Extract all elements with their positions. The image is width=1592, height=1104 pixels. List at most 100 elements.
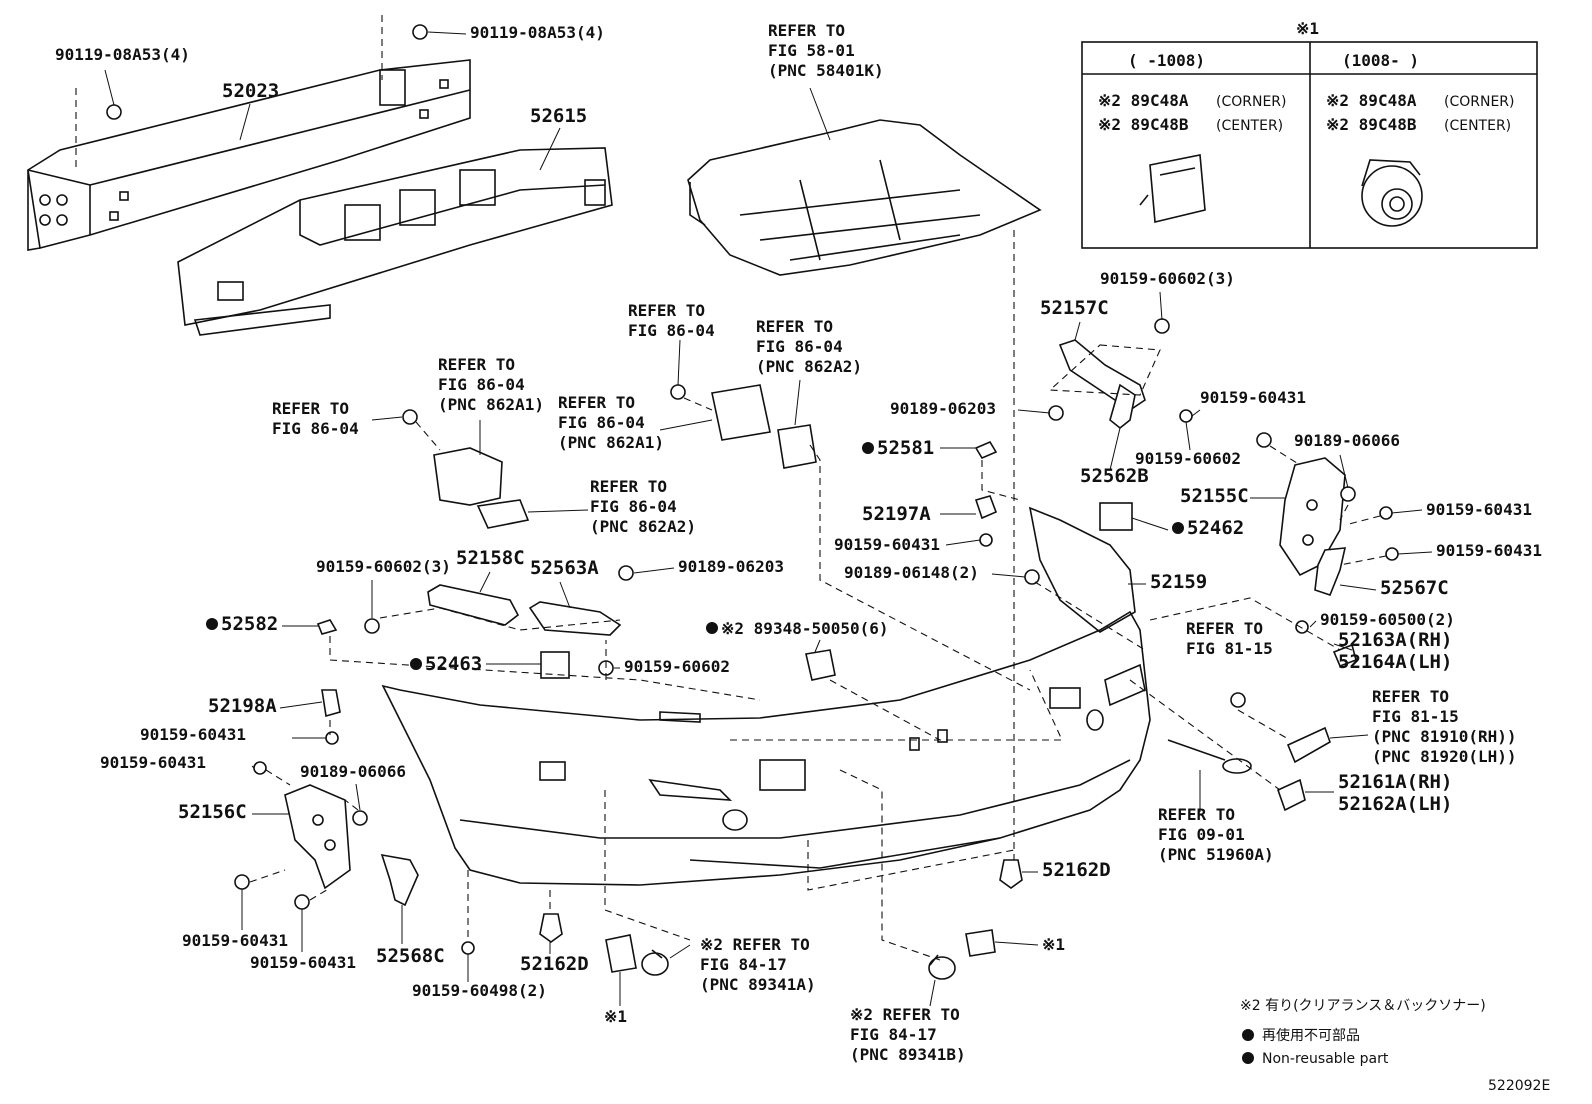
non-reusable-dot-c23 <box>1172 522 1184 534</box>
callout-c24-line-1: 90159-60431 <box>834 535 940 554</box>
callout-c23: 52462 <box>1172 517 1244 539</box>
callout-c57-line-3: (PNC 89341B) <box>850 1045 966 1064</box>
callout-c25-line-1: 90159-60431 <box>1436 541 1542 560</box>
figure-code: 522092E <box>1488 1078 1550 1094</box>
bumper-reinforcement <box>27 59 471 251</box>
callout-c9-line-2: FIG 86-04 <box>756 337 843 356</box>
callout-c42-line-1: 90159-60431 <box>140 725 246 744</box>
bumper-energy-absorber <box>177 147 613 336</box>
callout-c23-line-1: 52462 <box>1187 517 1244 539</box>
inset-left-row-1-code: ※2 89C48A <box>1098 91 1189 110</box>
callout-c37: 52163A(RH)52164A(LH) <box>1338 629 1452 673</box>
callout-c47-line-1: REFER TO <box>1158 805 1235 824</box>
non-reusable-dot-c35 <box>706 622 718 634</box>
callout-c10-line-1: REFER TO <box>438 355 515 374</box>
retainer-52563a <box>528 601 622 636</box>
callout-c53-line-1: 52568C <box>376 945 445 967</box>
legend-dot-2 <box>1242 1052 1254 1064</box>
callout-c45-line-1: 52161A(RH) <box>1338 771 1452 793</box>
callout-c57-line-1: ※2 REFER TO <box>850 1005 960 1024</box>
callout-c37-line-2: 52164A(LH) <box>1338 651 1452 673</box>
callout-c46: 52156C <box>178 801 247 823</box>
inset-right-row-2-desc: (CENTER) <box>1444 118 1511 134</box>
callout-c31-line-1: 52159 <box>1150 571 1207 593</box>
callout-c19-line-3: (PNC 862A2) <box>590 517 696 536</box>
callout-c47-line-3: (PNC 51960A) <box>1158 845 1274 864</box>
callout-c10-line-2: FIG 86-04 <box>438 375 525 394</box>
callout-c57-line-2: FIG 84-17 <box>850 1025 937 1044</box>
callout-c40-line-1: REFER TO <box>1372 687 1449 706</box>
callout-c43-line-1: 90159-60431 <box>100 753 206 772</box>
callout-c26-line-1: 52158C <box>456 547 525 569</box>
rear-bumper-cover <box>381 506 1151 886</box>
callout-c1-line-1: 90119-08A53(4) <box>55 45 190 64</box>
callout-c48-line-1: 52162D <box>1042 859 1111 881</box>
callout-c11-line-1: REFER TO <box>272 399 349 418</box>
callout-c9-line-3: (PNC 862A2) <box>756 357 862 376</box>
callout-c25: 90159-60431 <box>1436 541 1542 560</box>
callout-c7-line-1: 52157C <box>1040 297 1109 319</box>
callout-c33: 52582 <box>206 613 278 635</box>
callout-c13: 90189-06203 <box>890 399 996 418</box>
callout-c2-line-1: 90119-08A53(4) <box>470 23 605 42</box>
callout-c5-line-1: REFER TO <box>768 21 845 40</box>
small-parts <box>316 384 1357 980</box>
callout-c30-line-1: 90189-06148(2) <box>844 563 979 582</box>
rear-floor-undercover <box>687 119 1042 276</box>
callout-c5-line-3: (PNC 58401K) <box>768 61 884 80</box>
inset-marker: ※1 <box>1296 19 1319 38</box>
callout-c5-line-2: FIG 58-01 <box>768 41 855 60</box>
left-bracket-52156c <box>284 784 351 890</box>
inset-right-row-1-code: ※2 89C48A <box>1326 91 1417 110</box>
callout-c3-line-1: 52023 <box>222 80 279 102</box>
callout-c50-line-1: ※1 <box>1042 935 1065 954</box>
callout-c51: 90159-60431 <box>182 931 288 950</box>
non-reusable-dot-c15 <box>862 442 874 454</box>
callout-c32-line-1: 52567C <box>1380 577 1449 599</box>
callout-c36-line-1: REFER TO <box>1186 619 1263 638</box>
callout-c12-line-3: (PNC 862A1) <box>558 433 664 452</box>
callout-c50: ※1 <box>1042 935 1065 954</box>
callout-c19-line-1: REFER TO <box>590 477 667 496</box>
callout-c17-line-1: 90159-60602 <box>1135 449 1241 468</box>
callout-c29-line-1: 90189-06203 <box>678 557 784 576</box>
right-retainer-52562b <box>1109 383 1136 430</box>
callout-c44-line-1: 90189-06066 <box>300 762 406 781</box>
callout-c32: 52567C <box>1380 577 1449 599</box>
callout-c13-line-1: 90189-06203 <box>890 399 996 418</box>
callout-c56: ※1 <box>604 1007 627 1026</box>
callout-c16-line-1: 90189-06066 <box>1294 431 1400 450</box>
inset-table: ※1 ( -1008) (1008- ) ※2 89C48A (CORNER) … <box>1081 19 1538 249</box>
callout-c41: 52198A <box>208 695 277 717</box>
callout-c4-line-1: 52615 <box>530 105 587 127</box>
right-retainer-52567c <box>1314 547 1347 596</box>
callout-c37-line-1: 52163A(RH) <box>1338 629 1452 651</box>
callout-c20-line-1: 52155C <box>1180 485 1249 507</box>
callout-c30: 90189-06148(2) <box>844 563 979 582</box>
inset-left-header: ( -1008) <box>1128 51 1205 70</box>
callout-c19-line-2: FIG 86-04 <box>590 497 677 516</box>
callout-c22-line-1: 52197A <box>862 503 931 525</box>
non-reusable-dot-c33 <box>206 618 218 630</box>
installation-lines <box>75 15 1387 961</box>
retainer-52158c <box>427 584 520 626</box>
callout-c54: 52162D <box>520 953 589 975</box>
inset-right-row-2-code: ※2 89C48B <box>1326 115 1417 134</box>
callout-c51-line-1: 90159-60431 <box>182 931 288 950</box>
callout-c35-line-1: ※2 89348-50050(6) <box>721 619 889 638</box>
callout-c52: 90159-60431 <box>250 953 356 972</box>
callout-c18: 52562B <box>1080 465 1149 487</box>
callout-c48: 52162D <box>1042 859 1111 881</box>
callout-c4: 52615 <box>530 105 587 127</box>
callout-c52-line-1: 90159-60431 <box>250 953 356 972</box>
leader-lines <box>104 31 1433 1007</box>
callout-c43: 90159-60431 <box>100 753 206 772</box>
